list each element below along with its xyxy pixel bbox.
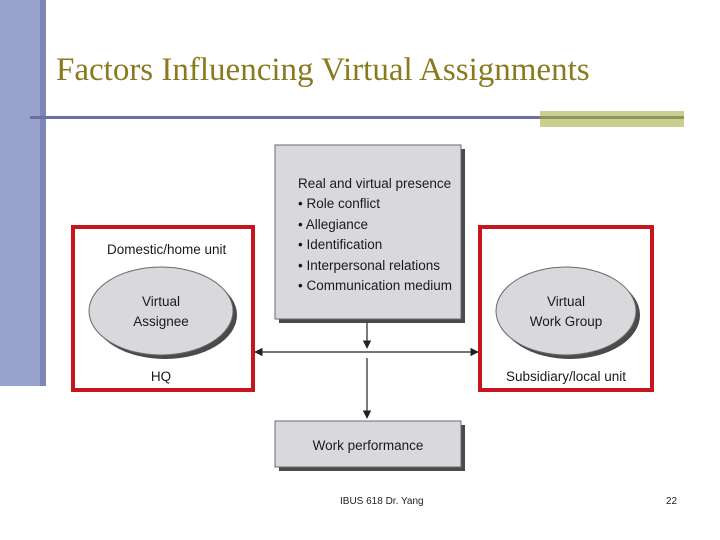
- title-underline-accent-line: [540, 116, 684, 119]
- work-group-line2: Work Group: [530, 314, 603, 329]
- assignee-line2: Assignee: [133, 314, 189, 329]
- subsidiary-label: Subsidiary/local unit: [506, 369, 626, 384]
- home-unit-frame: Domestic/home unit Virtual Assignee HQ: [71, 225, 255, 392]
- virtual-assignee-ellipse: [88, 266, 234, 356]
- factor-item: • Interpersonal relations: [298, 258, 440, 273]
- factor-item: • Allegiance: [298, 217, 368, 232]
- local-unit-frame: Virtual Work Group Subsidiary/local unit: [478, 225, 654, 392]
- factor-item: • Role conflict: [298, 196, 380, 211]
- presence-heading: Real and virtual presence: [298, 176, 451, 191]
- left-decorative-bar: [0, 0, 46, 386]
- left-decorative-bar-edge: [40, 0, 46, 386]
- presence-factors-box: Real and virtual presence • Role conflic…: [274, 144, 465, 323]
- work-performance-box: Work performance: [274, 420, 465, 471]
- virtual-work-group-ellipse: [495, 266, 637, 356]
- title-underline-accent: [540, 111, 684, 127]
- home-unit-label: Domestic/home unit: [107, 242, 227, 257]
- factor-item: • Identification: [298, 237, 382, 252]
- slide-title: Factors Influencing Virtual Assignments: [56, 52, 590, 88]
- title-underline: [30, 116, 540, 119]
- page-number: 22: [666, 496, 678, 507]
- hq-label: HQ: [151, 369, 171, 384]
- work-performance-label: Work performance: [313, 438, 424, 453]
- factor-item: • Communication medium: [298, 278, 452, 293]
- slide-footer: IBUS 618 Dr. Yang: [340, 496, 424, 507]
- assignee-line1: Virtual: [142, 294, 180, 309]
- work-group-line1: Virtual: [547, 294, 585, 309]
